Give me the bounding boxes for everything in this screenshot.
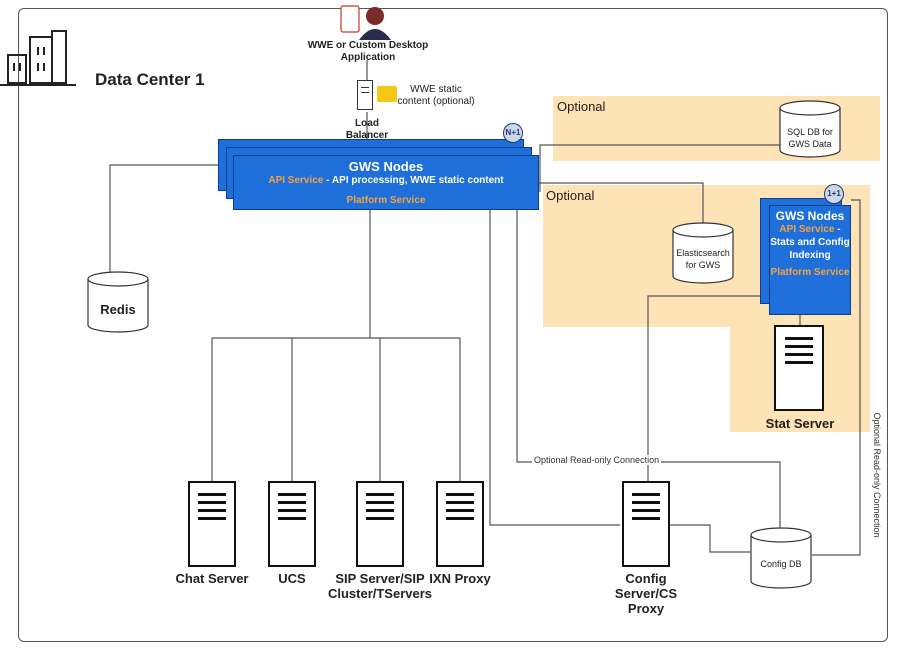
sql-db-icon: [779, 100, 841, 158]
static-content-label: WWE static content (optional): [397, 84, 475, 107]
gws-api-service: API Service: [268, 175, 324, 186]
stat-server-label: Stat Server: [765, 416, 835, 431]
ucs-label: UCS: [278, 571, 306, 586]
ucs-server-icon: [268, 481, 316, 567]
gws-platform-service: Platform Service: [346, 195, 426, 206]
gws-stats-api-desc: - Stats and Config Indexing: [770, 224, 850, 261]
folder-icon: [377, 86, 397, 102]
load-balancer-label: Load Balancer: [345, 118, 389, 141]
gws-stats-badge: 1+1: [824, 184, 844, 204]
data-center-title: Data Center 1: [95, 70, 205, 89]
optional-label-1: Optional: [557, 99, 606, 114]
gws-stats-api-service: API Service: [779, 224, 835, 235]
config-db-icon: [750, 527, 812, 589]
redis-db-icon: [87, 271, 149, 333]
elasticsearch-db-icon: [672, 222, 734, 284]
gws-stats-platform: Platform Service: [770, 267, 850, 278]
sip-server-icon: [356, 481, 404, 567]
optional-readonly-vertical-label: Optional Read-only Connection: [872, 412, 882, 538]
gws-stats-card[interactable]: GWS Nodes API Service - Stats and Config…: [769, 205, 851, 315]
gws-nodes-title: GWS Nodes: [348, 159, 424, 174]
ixn-proxy-icon: [436, 481, 484, 567]
stat-server-icon: [774, 325, 824, 411]
sql-db-label: SQL DB for GWS Data: [787, 127, 833, 149]
gws-main-badge: N+1: [503, 123, 523, 143]
agent-user-icon: [340, 5, 391, 40]
optional-readonly-label: Optional Read-only Connection: [532, 455, 662, 465]
ixn-proxy-label: IXN Proxy: [429, 571, 491, 586]
optional-label-2: Optional: [546, 188, 595, 203]
config-db-label: Config DB: [760, 559, 802, 569]
gws-stats-title: GWS Nodes: [775, 209, 845, 223]
elasticsearch-label: Elasticsearch for GWS: [676, 248, 730, 270]
gws-nodes-card[interactable]: GWS Nodes API Service - API processing, …: [233, 155, 539, 210]
chat-server-icon: [188, 481, 236, 567]
sip-server-label: SIP Server/SIP Cluster/TServers: [327, 571, 433, 601]
redis-label: Redis: [100, 302, 136, 317]
building-icon: [0, 30, 76, 86]
config-server-label: Config Server/CS Proxy: [614, 571, 678, 616]
gws-api-desc: - API processing, WWE static content: [323, 175, 504, 186]
data-center-frame: [18, 8, 888, 642]
chat-server-label: Chat Server: [175, 571, 249, 586]
client-label: WWE or Custom Desktop Application: [307, 40, 429, 63]
load-balancer-icon: [357, 80, 373, 110]
config-server-icon: [622, 481, 670, 567]
